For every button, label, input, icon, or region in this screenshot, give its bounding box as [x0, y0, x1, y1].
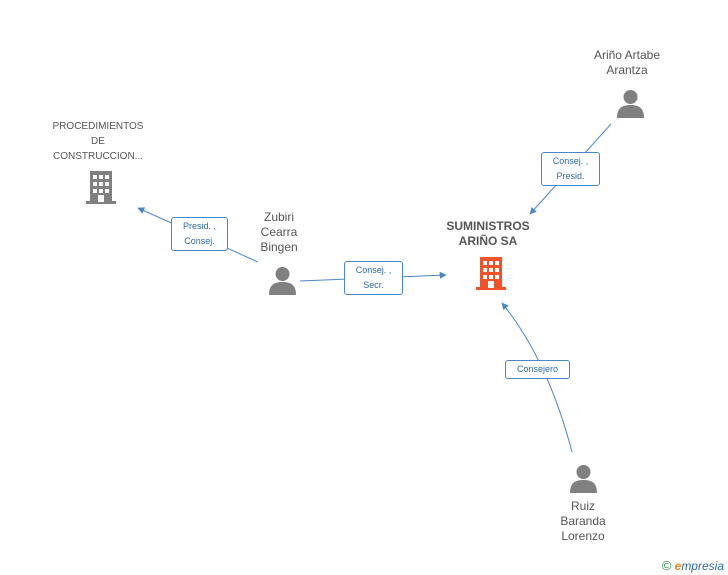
edge-label-line1: Consej. , [552, 156, 589, 166]
node-zubiri-line2: Cearra [260, 225, 298, 239]
node-ruiz-line1: Ruiz [570, 499, 595, 513]
edge-label-arino-suministros[interactable]: Consej. , Presid. [541, 152, 600, 186]
node-label-procedimientos: PROCEDIMIENTOS DE CONSTRUCCION... [38, 119, 158, 164]
edge-label-line2: Secr. [363, 280, 384, 290]
edge-label-zubiri-suministros[interactable]: Consej. , Secr. [344, 261, 403, 295]
node-procedimientos-line3: CONSTRUCCION... [53, 151, 143, 162]
node-procedimientos-line2: DE [91, 136, 105, 147]
node-label-arino: Ariño Artabe Arantza [577, 48, 677, 78]
person-icon[interactable] [268, 266, 297, 295]
building-icon-main[interactable] [475, 256, 507, 290]
person-icon[interactable] [569, 464, 598, 493]
node-procedimientos-line1: PROCEDIMIENTOS [52, 121, 144, 132]
brand-e: e [674, 559, 682, 573]
edge-label-line1: Presid. , [182, 221, 216, 231]
node-ruiz-line3: Lorenzo [561, 529, 605, 543]
brand-rest: mpresia [681, 559, 724, 573]
node-zubiri-line1: Zubiri [263, 210, 294, 224]
edge-label-line2: Consej. [184, 236, 215, 246]
edge-label-line1: Consej. , [355, 265, 392, 275]
edge-label-ruiz-suministros[interactable]: Consejero [505, 360, 570, 379]
node-arino-line2: Arantza [606, 63, 648, 77]
node-arino-line1: Ariño Artabe [593, 48, 661, 62]
node-zubiri-line3: Bingen [260, 240, 298, 254]
node-label-zubiri: Zubiri Cearra Bingen [239, 210, 319, 255]
edge-label-line1: Consejero [516, 364, 559, 374]
node-label-suministros: SUMINISTROS ARIÑO SA [428, 219, 548, 249]
node-suministros-line1: SUMINISTROS [446, 219, 530, 233]
building-icon[interactable] [85, 170, 117, 204]
edge-label-zubiri-procedimientos[interactable]: Presid. , Consej. [171, 217, 228, 251]
edge-label-line2: Presid. [556, 171, 585, 181]
copyright-symbol: © [661, 558, 672, 573]
node-suministros-line2: ARIÑO SA [458, 234, 518, 248]
person-icon[interactable] [616, 89, 645, 118]
empresia-logo[interactable]: © empresia [662, 558, 724, 573]
node-ruiz-line2: Baranda [560, 514, 606, 528]
node-label-ruiz: Ruiz Baranda Lorenzo [543, 499, 623, 544]
